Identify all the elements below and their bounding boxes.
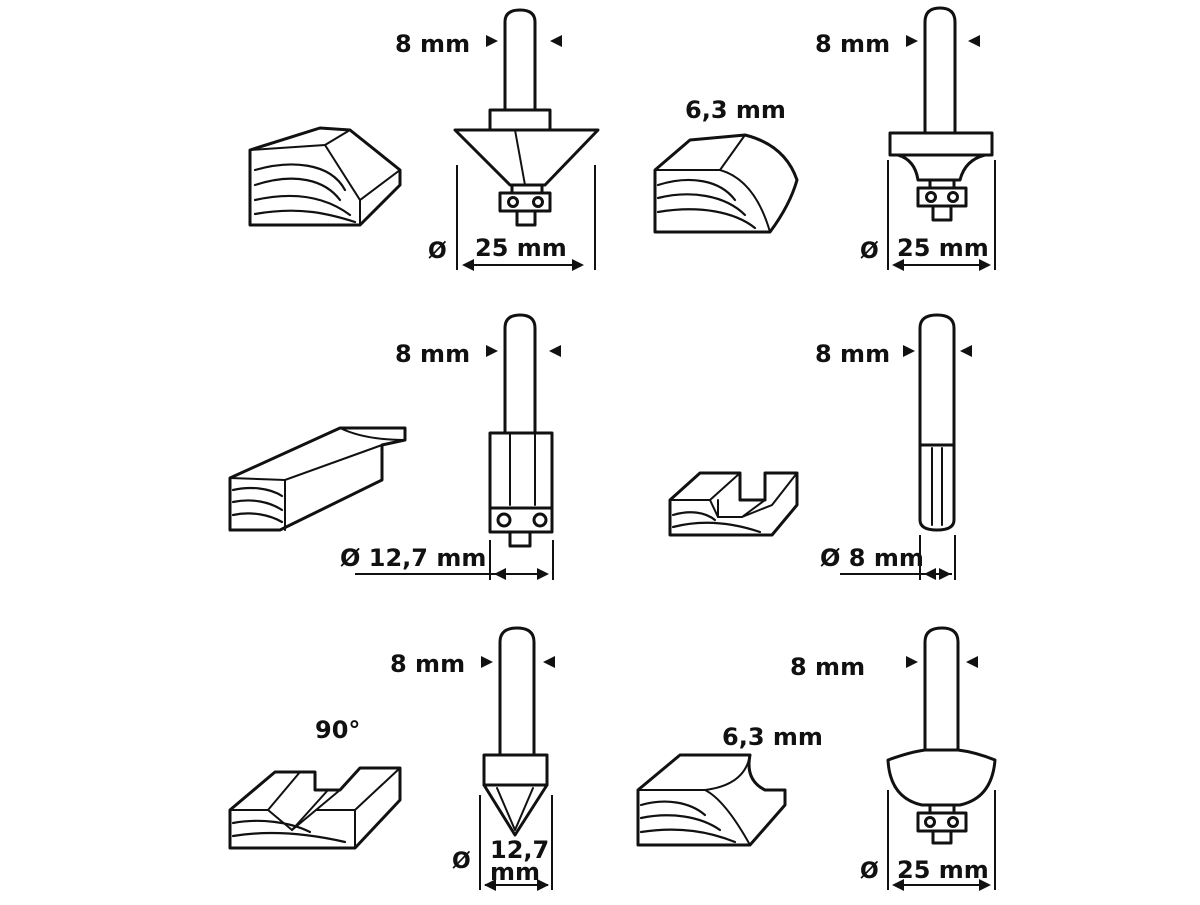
straight-diameter-dimension: Ø 8 mm <box>820 535 956 580</box>
chamfer-shank-label: 8 mm <box>395 30 470 58</box>
roundover-diameter-dimension: Ø 25 mm <box>860 160 996 271</box>
roundover-bit-group: 6,3 mm 8 mm Ø 25 mm <box>653 6 996 271</box>
v-groove-diameter-value: 12,7 <box>490 836 549 864</box>
chamfer-shank-dimension: 8 mm <box>395 30 562 58</box>
straight-wood-profile-icon <box>668 471 799 537</box>
roundover-radius-label: 6,3 mm <box>685 96 786 124</box>
core-box-shank-label: 8 mm <box>790 653 865 681</box>
straight-diameter-label: Ø 8 mm <box>820 544 924 572</box>
roundover-bit-icon <box>888 6 994 222</box>
flush-trim-shank-label: 8 mm <box>395 340 470 368</box>
core-box-radius-label: 6,3 mm <box>722 723 823 751</box>
roundover-wood-profile-icon: 6,3 mm <box>653 96 799 234</box>
straight-shank-dimension: 8 mm <box>815 340 972 368</box>
flush-trim-bit-group: 8 mm Ø 12,7 mm <box>228 313 561 580</box>
flush-trim-wood-profile-icon <box>228 426 407 532</box>
chamfer-diameter-label: 25 mm <box>475 234 567 262</box>
core-box-wood-profile-icon <box>636 753 787 847</box>
v-groove-wood-profile-icon <box>228 766 402 850</box>
straight-bit-icon <box>918 313 956 532</box>
v-groove-diameter-unit: mm <box>490 858 540 886</box>
v-groove-shank-dimension: 8 mm <box>390 650 555 678</box>
chamfer-bit-icon <box>453 8 600 227</box>
core-box-diameter-dimension: Ø 25 mm <box>860 790 996 891</box>
core-box-diameter-label: 25 mm <box>897 856 989 884</box>
roundover-diameter-label: 25 mm <box>897 234 989 262</box>
roundover-shank-label: 8 mm <box>815 30 890 58</box>
flush-trim-shank-dimension: 8 mm <box>395 340 561 368</box>
core-box-bit-group: 6,3 mm 8 mm Ø <box>636 626 997 891</box>
v-groove-diameter-symbol: Ø <box>452 849 471 874</box>
chamfer-wood-profile-icon <box>248 126 402 227</box>
chamfer-bit-group: 8 mm Ø 25 mm <box>248 8 600 271</box>
flush-trim-bit-icon <box>488 313 554 548</box>
v-groove-angle-label: 90° <box>315 716 360 744</box>
roundover-diameter-symbol: Ø <box>860 239 879 264</box>
roundover-shank-dimension: 8 mm <box>815 30 980 58</box>
v-groove-bit-icon <box>482 626 549 837</box>
v-groove-bit-group: 90° 8 mm Ø <box>228 626 555 891</box>
v-groove-shank-label: 8 mm <box>390 650 465 678</box>
chamfer-diameter-symbol: Ø <box>428 239 447 264</box>
flush-trim-diameter-label: Ø 12,7 mm <box>340 544 486 572</box>
straight-shank-label: 8 mm <box>815 340 890 368</box>
core-box-shank-dimension: 8 mm <box>790 653 978 681</box>
straight-bit-group: 8 mm Ø 8 mm <box>668 313 972 580</box>
flush-trim-diameter-dimension: Ø 12,7 mm <box>340 540 554 580</box>
core-box-diameter-symbol: Ø <box>860 859 879 884</box>
v-groove-diameter-dimension: Ø 12,7 mm <box>452 795 553 891</box>
core-box-bit-icon <box>886 626 997 845</box>
chamfer-diameter-dimension: Ø 25 mm <box>428 165 596 271</box>
